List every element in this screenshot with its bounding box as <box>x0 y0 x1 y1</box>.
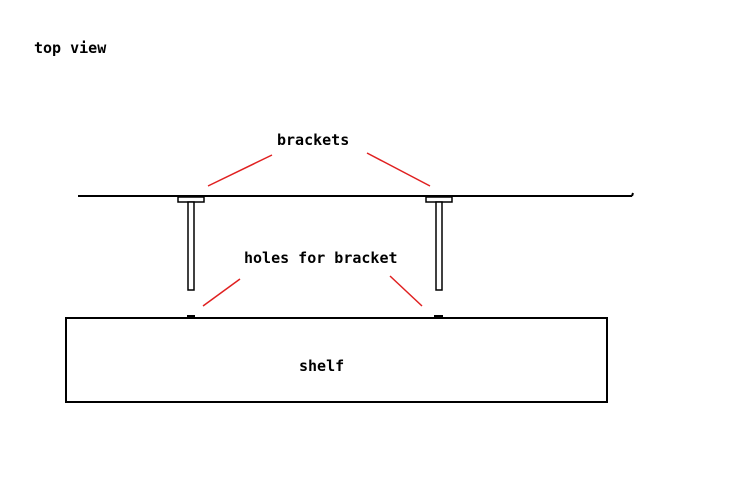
pointer-bracket-right <box>366 152 431 187</box>
shelf-label: shelf <box>299 357 344 375</box>
view-label: top view <box>34 39 107 57</box>
pointers <box>202 152 431 307</box>
bracket-left <box>177 196 205 291</box>
brackets-label: brackets <box>277 131 349 149</box>
pointer-bracket-left <box>207 154 273 187</box>
wall <box>78 192 634 197</box>
bracket-right <box>425 196 453 291</box>
shelf <box>65 315 608 403</box>
holes-label: holes for bracket <box>244 249 398 267</box>
hole-left <box>187 315 195 318</box>
hole-right <box>434 315 443 318</box>
pointer-hole-left <box>202 278 241 307</box>
shelf-box <box>65 317 608 403</box>
bracket-left-arm <box>187 201 195 291</box>
bracket-right-arm <box>435 201 443 291</box>
pointer-hole-right <box>389 275 423 307</box>
wall-line-end <box>631 192 634 197</box>
